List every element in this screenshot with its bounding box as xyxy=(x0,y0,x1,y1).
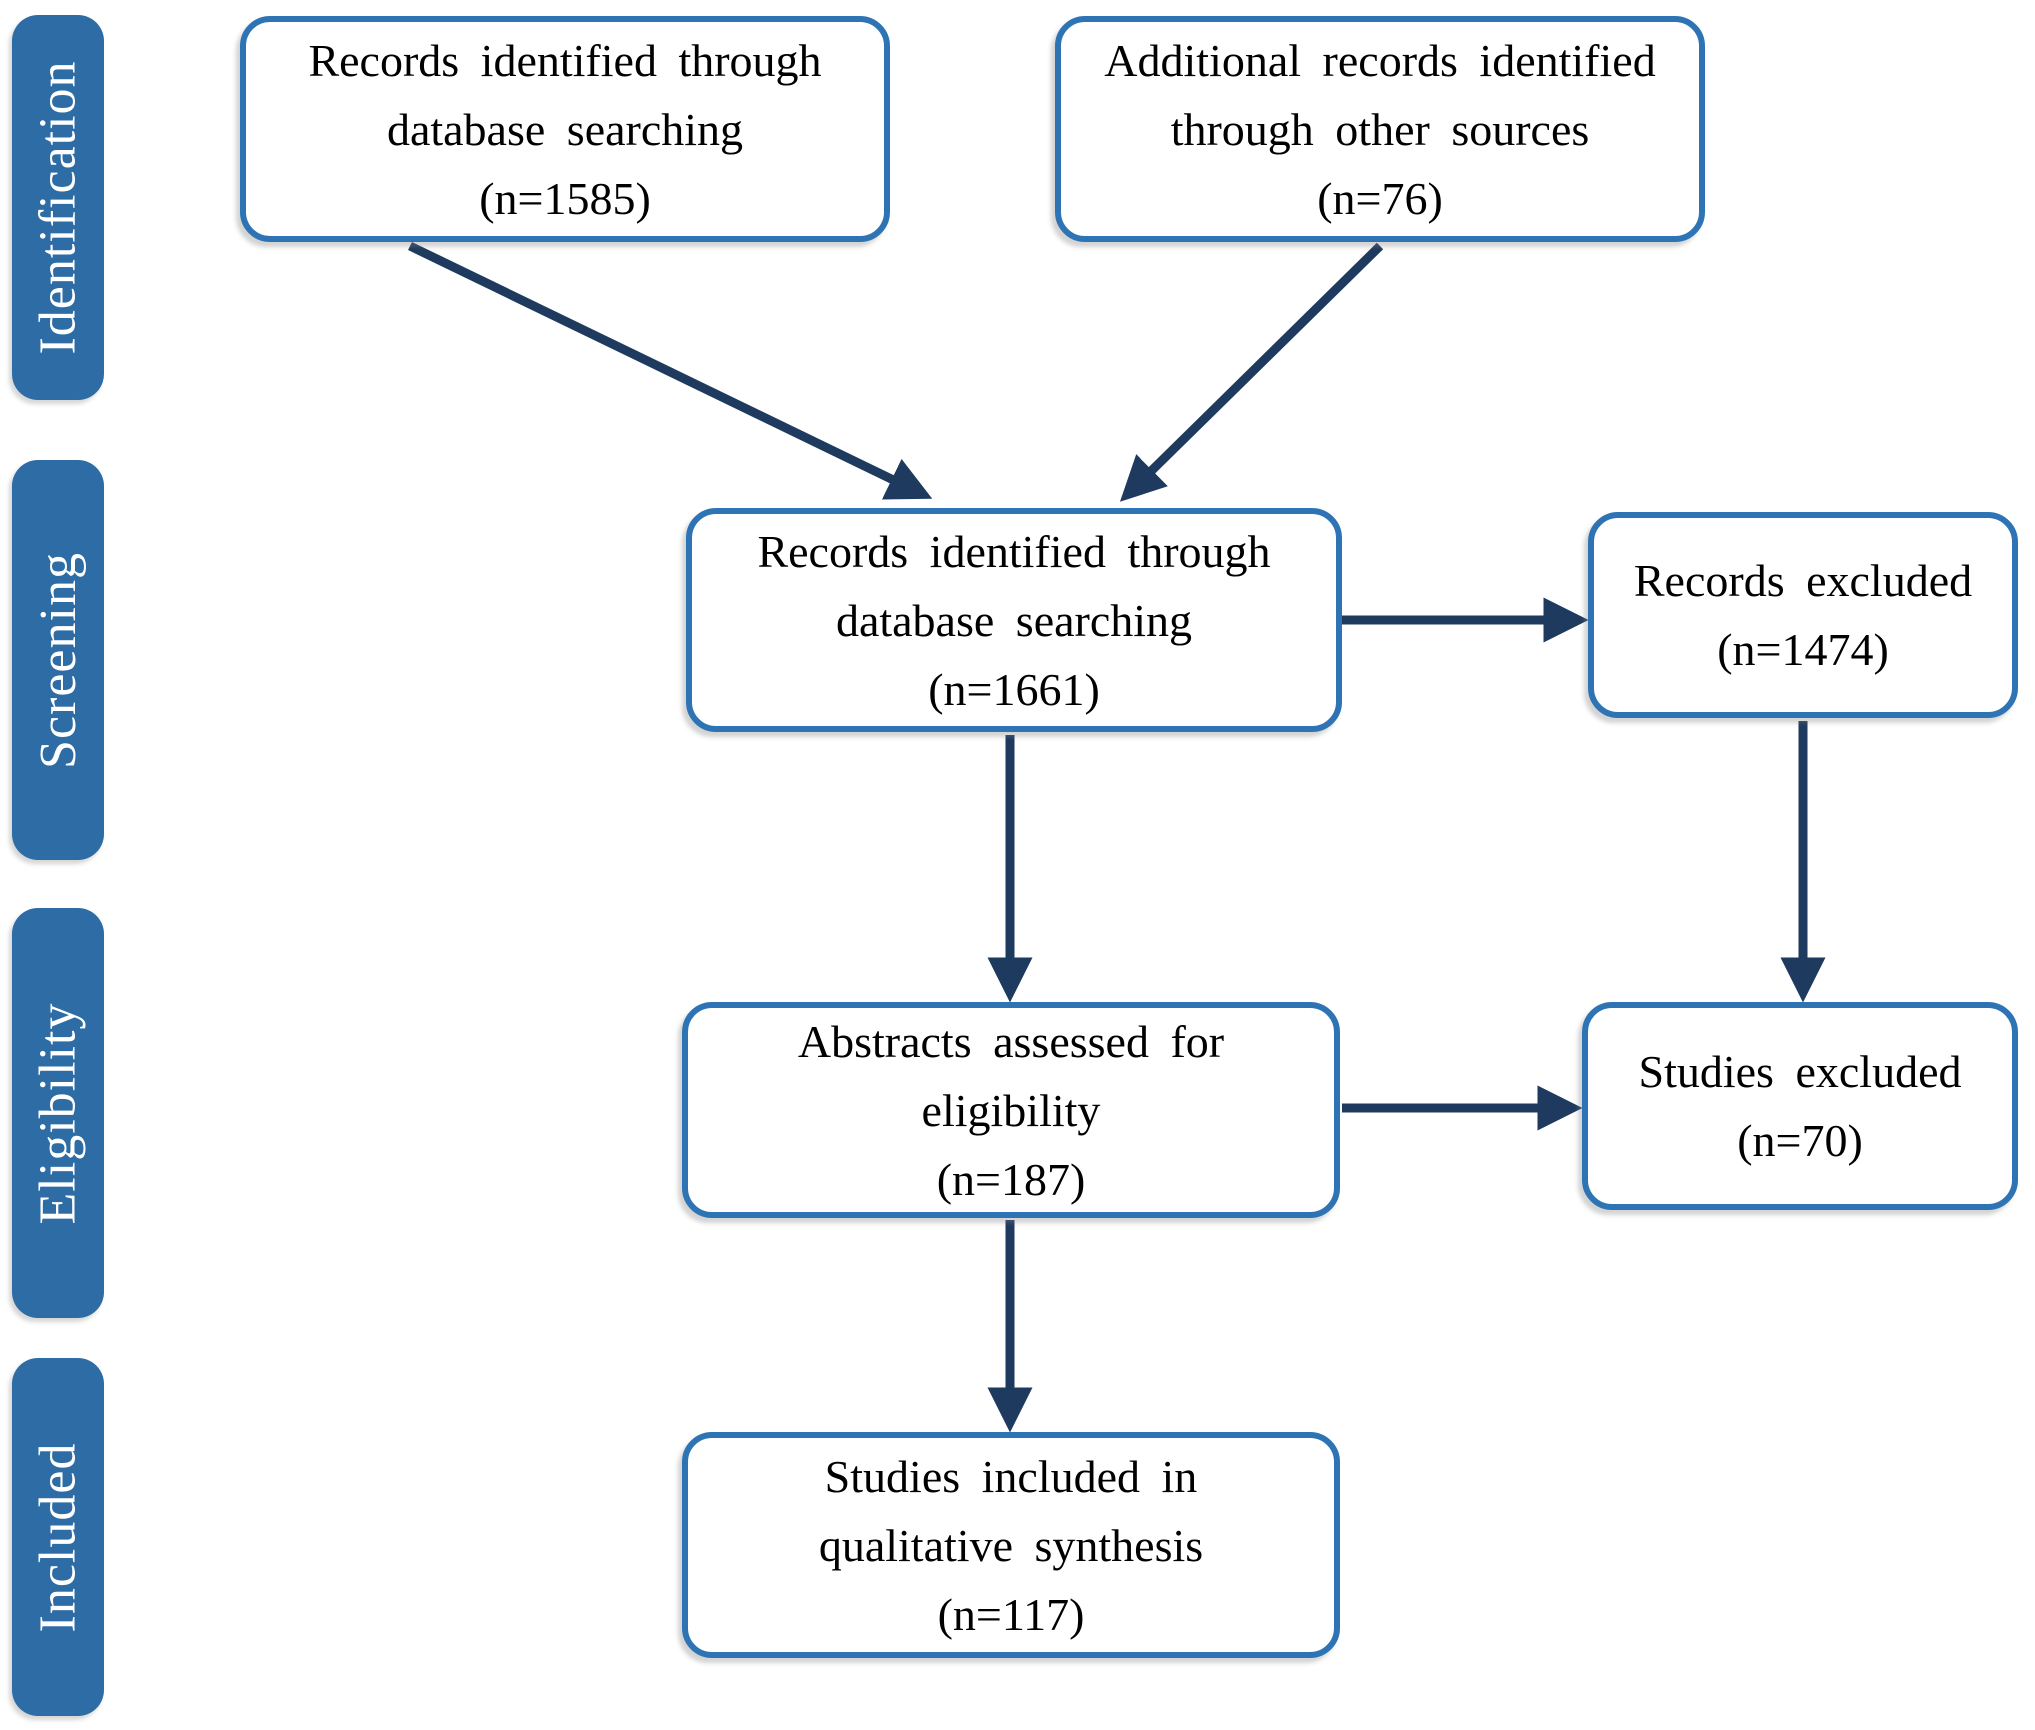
box-records-identified-database-text: Records identified through database sear… xyxy=(308,34,822,224)
box-studies-included-qualitative: Studies included in qualitative synthesi… xyxy=(682,1432,1340,1658)
box-abstracts-assessed: Abstracts assessed for eligibility (n=18… xyxy=(682,1002,1340,1218)
box-studies-included-qualitative-text: Studies included in qualitative synthesi… xyxy=(818,1450,1204,1640)
box-records-screened-text: Records identified through database sear… xyxy=(757,525,1271,715)
stage-label-identification: Identification xyxy=(29,60,87,355)
arrow-other-sources-to-screening xyxy=(1119,242,1384,502)
box-studies-excluded-text: Studies excluded (n=70) xyxy=(1638,1046,1962,1166)
box-additional-records-other-sources: Additional records identified through ot… xyxy=(1055,16,1705,242)
stage-band-included: Included xyxy=(12,1358,104,1716)
box-records-excluded: Records excluded (n=1474) xyxy=(1588,512,2018,718)
stage-label-screening: Screening xyxy=(29,551,87,769)
stage-band-identification: Identification xyxy=(12,15,104,400)
stage-band-screening: Screening xyxy=(12,460,104,860)
box-records-excluded-text: Records excluded (n=1474) xyxy=(1633,555,1973,675)
box-additional-records-other-sources-text: Additional records identified through ot… xyxy=(1104,34,1656,224)
box-abstracts-assessed-text: Abstracts assessed for eligibility (n=18… xyxy=(797,1015,1225,1205)
box-records-identified-database: Records identified through database sear… xyxy=(240,16,890,242)
box-studies-excluded: Studies excluded (n=70) xyxy=(1582,1002,2018,1210)
arrow-database-to-screening xyxy=(408,241,933,500)
stage-label-included: Included xyxy=(29,1442,87,1632)
stage-band-eligibility: Eligibility xyxy=(12,908,104,1318)
stage-label-eligibility: Eligibility xyxy=(29,1002,87,1224)
box-records-screened: Records identified through database sear… xyxy=(686,508,1342,732)
